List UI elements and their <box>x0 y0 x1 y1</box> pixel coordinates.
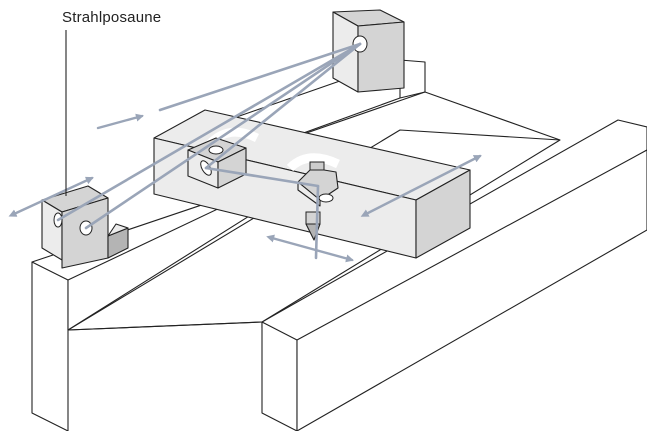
beam-trombone-label: Strahlposaune <box>62 9 161 26</box>
rear-mirror-block <box>333 10 404 92</box>
beam-direction-arrow <box>98 116 142 128</box>
